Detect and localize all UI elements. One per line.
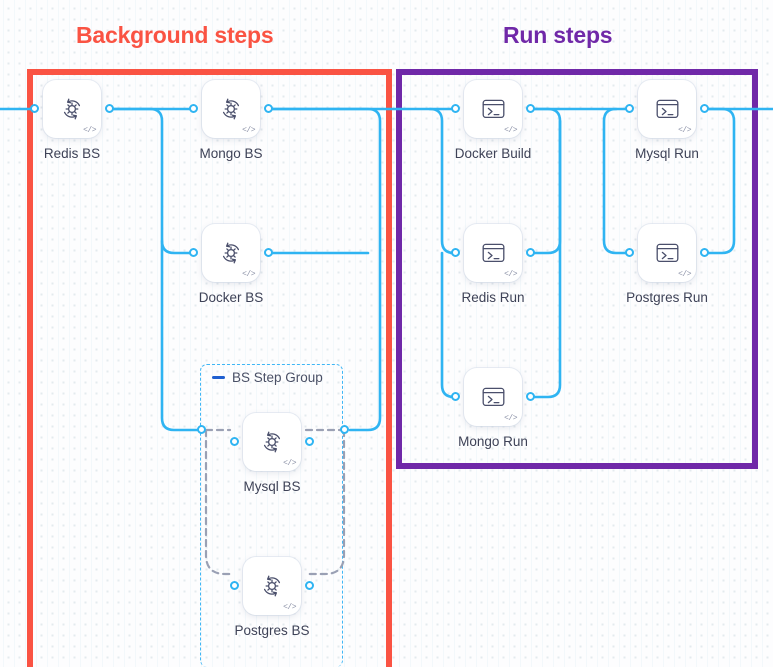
node-postgres-run-input-port[interactable] xyxy=(625,248,634,257)
node-mongo-run-box[interactable]: </> xyxy=(464,368,522,426)
node-redis-run-output-port[interactable] xyxy=(526,248,535,257)
collapse-dash-icon[interactable] xyxy=(212,376,225,379)
code-badge-icon: </> xyxy=(242,126,255,135)
section-title-run-steps: Run steps xyxy=(503,22,613,48)
node-postgres-run[interactable]: </> Postgres Run xyxy=(625,224,709,305)
node-redis-run-box[interactable]: </> xyxy=(464,224,522,282)
node-mongo-run-output-port[interactable] xyxy=(526,392,535,401)
node-postgres-run-output-port[interactable] xyxy=(700,248,709,257)
gear-sync-icon xyxy=(258,428,286,456)
node-mysql-run[interactable]: </> Mysql Run xyxy=(625,80,709,161)
node-postgres-bs-label: Postgres BS xyxy=(234,623,310,638)
run-steps-frame xyxy=(396,69,758,469)
node-docker-bs-output-port[interactable] xyxy=(264,248,273,257)
step-group-inlet-port[interactable] xyxy=(197,425,206,434)
background-steps-frame xyxy=(27,69,392,667)
terminal-icon xyxy=(654,96,681,123)
node-mysql-run-output-port[interactable] xyxy=(700,104,709,113)
code-badge-icon: </> xyxy=(83,126,96,135)
node-mysql-bs[interactable]: </> Mysql BS xyxy=(230,413,314,494)
node-mysql-bs-label: Mysql BS xyxy=(243,479,301,494)
gear-sync-icon xyxy=(217,95,245,123)
node-postgres-run-label: Postgres Run xyxy=(626,290,708,305)
gear-sync-icon xyxy=(258,572,286,600)
node-postgres-run-box[interactable]: </> xyxy=(638,224,696,282)
node-redis-bs-input-port[interactable] xyxy=(30,104,39,113)
node-docker-bs-box[interactable]: </> xyxy=(202,224,260,282)
node-postgres-bs-output-port[interactable] xyxy=(305,581,314,590)
node-postgres-bs-input-port[interactable] xyxy=(230,581,239,590)
terminal-icon xyxy=(480,384,507,411)
node-mongo-run[interactable]: </> Mongo Run xyxy=(451,368,535,449)
bs-step-group-label-text: BS Step Group xyxy=(232,370,323,385)
node-docker-build-label: Docker Build xyxy=(454,146,532,161)
code-badge-icon: </> xyxy=(283,459,296,468)
step-group-outlet-port[interactable] xyxy=(340,425,349,434)
node-mongo-run-label: Mongo Run xyxy=(458,434,528,449)
node-redis-bs-output-port[interactable] xyxy=(105,104,114,113)
gear-sync-icon xyxy=(58,95,86,123)
node-mongo-bs-output-port[interactable] xyxy=(264,104,273,113)
terminal-icon xyxy=(480,96,507,123)
node-postgres-bs[interactable]: </> Postgres BS xyxy=(230,557,314,638)
code-badge-icon: </> xyxy=(283,603,296,612)
code-badge-icon: </> xyxy=(504,126,517,135)
node-postgres-bs-box[interactable]: </> xyxy=(243,557,301,615)
code-badge-icon: </> xyxy=(504,414,517,423)
node-mysql-bs-input-port[interactable] xyxy=(230,437,239,446)
code-badge-icon: </> xyxy=(678,270,691,279)
node-redis-bs-label: Redis BS xyxy=(43,146,101,161)
node-mysql-bs-output-port[interactable] xyxy=(305,437,314,446)
node-docker-build-box[interactable]: </> xyxy=(464,80,522,138)
gear-sync-icon xyxy=(217,239,245,267)
node-docker-bs-label: Docker BS xyxy=(198,290,264,305)
node-mysql-bs-box[interactable]: </> xyxy=(243,413,301,471)
node-redis-bs-box[interactable]: </> xyxy=(43,80,101,138)
node-mongo-run-input-port[interactable] xyxy=(451,392,460,401)
node-docker-build-output-port[interactable] xyxy=(526,104,535,113)
node-mysql-run-box[interactable]: </> xyxy=(638,80,696,138)
node-mongo-bs-input-port[interactable] xyxy=(189,104,198,113)
node-docker-bs-input-port[interactable] xyxy=(189,248,198,257)
node-mongo-bs-box[interactable]: </> xyxy=(202,80,260,138)
bs-step-group-frame[interactable] xyxy=(200,364,343,667)
node-redis-run-input-port[interactable] xyxy=(451,248,460,257)
node-redis-run-label: Redis Run xyxy=(461,290,525,305)
code-badge-icon: </> xyxy=(242,270,255,279)
node-mongo-bs[interactable]: </> Mongo BS xyxy=(189,80,273,161)
section-title-background-steps: Background steps xyxy=(76,22,274,48)
bs-step-group-label: BS Step Group xyxy=(212,370,323,385)
node-redis-run[interactable]: </> Redis Run xyxy=(451,224,535,305)
node-mysql-run-label: Mysql Run xyxy=(635,146,699,161)
terminal-icon xyxy=(654,240,681,267)
node-docker-build-input-port[interactable] xyxy=(451,104,460,113)
node-docker-build[interactable]: </> Docker Build xyxy=(451,80,535,161)
node-mongo-bs-label: Mongo BS xyxy=(199,146,263,161)
node-redis-bs[interactable]: </> Redis BS xyxy=(30,80,114,161)
node-mysql-run-input-port[interactable] xyxy=(625,104,634,113)
terminal-icon xyxy=(480,240,507,267)
code-badge-icon: </> xyxy=(678,126,691,135)
code-badge-icon: </> xyxy=(504,270,517,279)
node-docker-bs[interactable]: </> Docker BS xyxy=(189,224,273,305)
